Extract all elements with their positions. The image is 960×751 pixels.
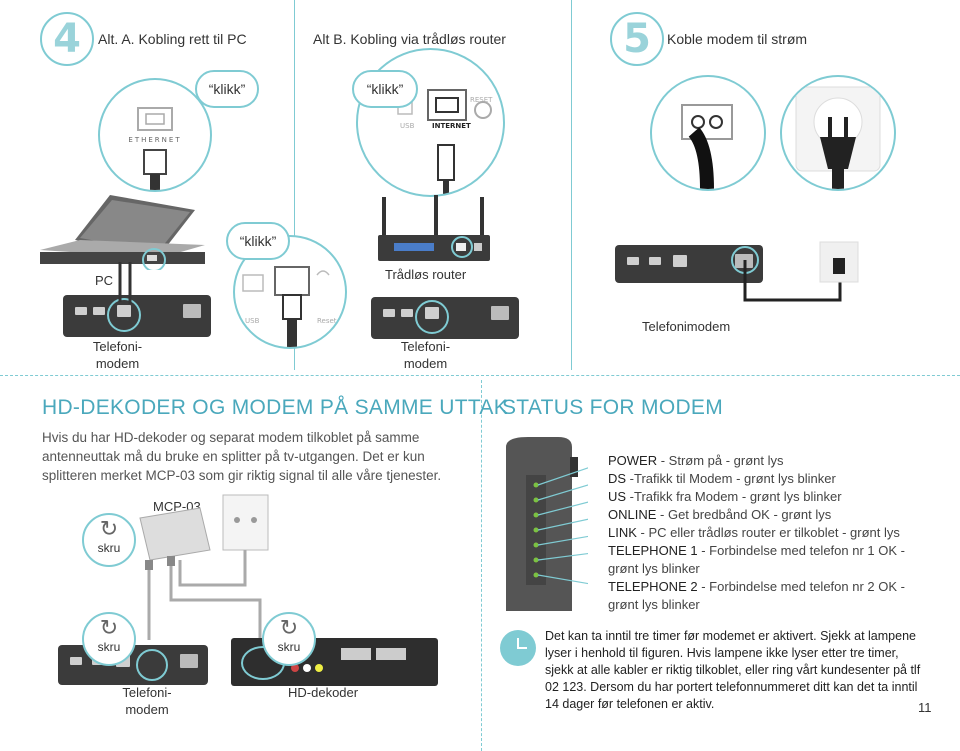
ethernet-label: ETHERNET: [128, 136, 182, 144]
status-item: DS -Trafikk til Modem - grønt lys blinke…: [608, 470, 905, 488]
status-item-text: - PC eller trådløs router er tilkoblet -…: [636, 525, 900, 540]
skru-badge-3: ↻ skru: [262, 612, 316, 666]
telefonimodem-d: [58, 645, 208, 685]
ethernet-port-zoom: ETHERNET: [98, 78, 212, 192]
status-item: TELEPHONE 1 - Forbindelse med telefon nr…: [608, 542, 905, 560]
skru-text-1: skru: [97, 541, 121, 555]
status-item: TELEPHONE 2 - Forbindelse med telefon nr…: [608, 578, 905, 596]
pc-label: PC: [95, 273, 114, 288]
power-cable: [731, 241, 859, 302]
step-4-number: 4: [53, 16, 81, 62]
step-5-heading: Koble modem til strøm: [667, 31, 808, 47]
status-item-key: LINK: [608, 525, 637, 540]
status-item-key: TELEPHONE 1: [608, 543, 698, 558]
modem-port-zoom: USB Reset: [233, 235, 347, 349]
status-item-key: DS: [608, 471, 627, 486]
status-item-text: -Trafikk til Modem - grønt lys blinker: [626, 471, 836, 486]
router-illustration: [378, 195, 490, 261]
status-item-text: -Trafikk fra Modem - grønt lys blinker: [626, 489, 842, 504]
wall-plug-illustration: [795, 86, 881, 189]
modem-d-port-highlight: [136, 649, 168, 681]
alt-b-heading: Alt B. Kobling via trådløs router: [313, 31, 506, 47]
modem-a-port-highlight: [107, 298, 141, 332]
status-item-key: POWER: [608, 453, 658, 468]
hd-section-body: Hvis du har HD-dekoder og separat modem …: [42, 430, 442, 483]
divider-horizontal: [0, 375, 960, 376]
status-leds: [533, 482, 539, 578]
step-5-number: 5: [623, 16, 651, 62]
telefonimodem-b-label: Telefoni- modem: [388, 338, 463, 372]
modem-port-illustration: [242, 266, 330, 347]
telefonimodem-b: [371, 297, 519, 339]
modem-a-text: Telefoni- modem: [92, 339, 143, 371]
status-item-text: - Forbindelse med telefon nr 2 OK -: [697, 579, 905, 594]
rotate-icon: ↻: [99, 516, 119, 541]
status-item: grønt lys blinker: [608, 560, 905, 578]
skru-badge-1: ↻ skru: [82, 513, 136, 567]
power-socket-illustration: [681, 104, 733, 189]
usb-port-label: USB: [400, 122, 415, 130]
status-item: grønt lys blinker: [608, 596, 905, 614]
activation-note: Det kan ta inntil tre timer før modemet …: [545, 629, 921, 711]
laptop-illustration: [40, 195, 205, 270]
klikk-bubble-b: “klikk”: [352, 70, 418, 108]
modem-power-zoom: [650, 75, 766, 191]
alt-a-heading: Alt. A. Kobling rett til PC: [98, 31, 247, 47]
skru-badge-2: ↻ skru: [82, 612, 136, 666]
status-item: US -Trafikk fra Modem - grønt lys blinke…: [608, 488, 905, 506]
router-port-illustration: [397, 89, 492, 195]
status-section-title: STATUS FOR MODEM: [502, 396, 724, 419]
reset-label: RESET: [470, 96, 493, 104]
hd-dekoder-label: HD-dekoder: [288, 685, 359, 700]
status-item: POWER - Strøm på - grønt lys: [608, 452, 905, 470]
skru-text-3: skru: [277, 640, 301, 654]
status-item-text: - Strøm på - grønt lys: [657, 453, 784, 468]
status-item-text: - Get bredbånd OK - grønt lys: [656, 507, 832, 522]
divider-b-5: [571, 0, 572, 370]
internet-port-label: INTERNET: [432, 122, 471, 130]
telefonimodem-d-label: Telefoni- modem: [112, 684, 182, 718]
klikk-bubble-a: “klikk”: [195, 70, 259, 108]
reset-label-2: Reset: [317, 317, 337, 325]
modem-b-port-highlight: [415, 300, 449, 334]
status-item: LINK - PC eller trådløs router er tilkob…: [608, 524, 905, 542]
splitter-illustration: [139, 494, 269, 640]
klikk-bubble-c: “klikk”: [226, 222, 290, 260]
status-item-text: grønt lys blinker: [608, 561, 700, 576]
status-item: ONLINE - Get bredbånd OK - grønt lys: [608, 506, 905, 524]
ethernet-port-illustration: [137, 107, 173, 190]
cable-a: [118, 262, 132, 304]
telefonimodem-c: [615, 245, 763, 283]
step-4-badge: 4: [40, 12, 94, 66]
status-item-key: ONLINE: [608, 507, 657, 522]
clock-icon: [500, 630, 536, 666]
telefonimodem-c-label: Telefonimodem: [642, 319, 731, 334]
skru-text-2: skru: [97, 640, 121, 654]
step-5-badge: 5: [610, 12, 664, 66]
hd-section-title: HD-DEKODER OG MODEM PÅ SAMME UTTAK: [42, 396, 509, 419]
modem-d-text: Telefoni- modem: [122, 685, 172, 717]
rotate-icon: ↻: [99, 615, 119, 640]
page-number: 11: [918, 700, 932, 715]
status-item-text: - Forbindelse med telefon nr 1 OK -: [697, 543, 905, 558]
status-item-text: grønt lys blinker: [608, 597, 700, 612]
router-label: Trådløs router: [385, 267, 467, 282]
divider-a-b: [294, 0, 295, 370]
telefonimodem-a-label: Telefoni- modem: [80, 338, 155, 372]
status-item-key: TELEPHONE 2: [608, 579, 698, 594]
divider-bottom: [481, 380, 482, 751]
modem-front-illustration: [506, 437, 588, 611]
usb-label-2: USB: [245, 317, 260, 325]
modem-b-text: Telefoni- modem: [400, 339, 451, 371]
telefonimodem-a: [63, 295, 211, 337]
wall-socket-zoom: [780, 75, 896, 191]
rotate-icon: ↻: [279, 615, 299, 640]
status-item-key: US: [608, 489, 627, 504]
